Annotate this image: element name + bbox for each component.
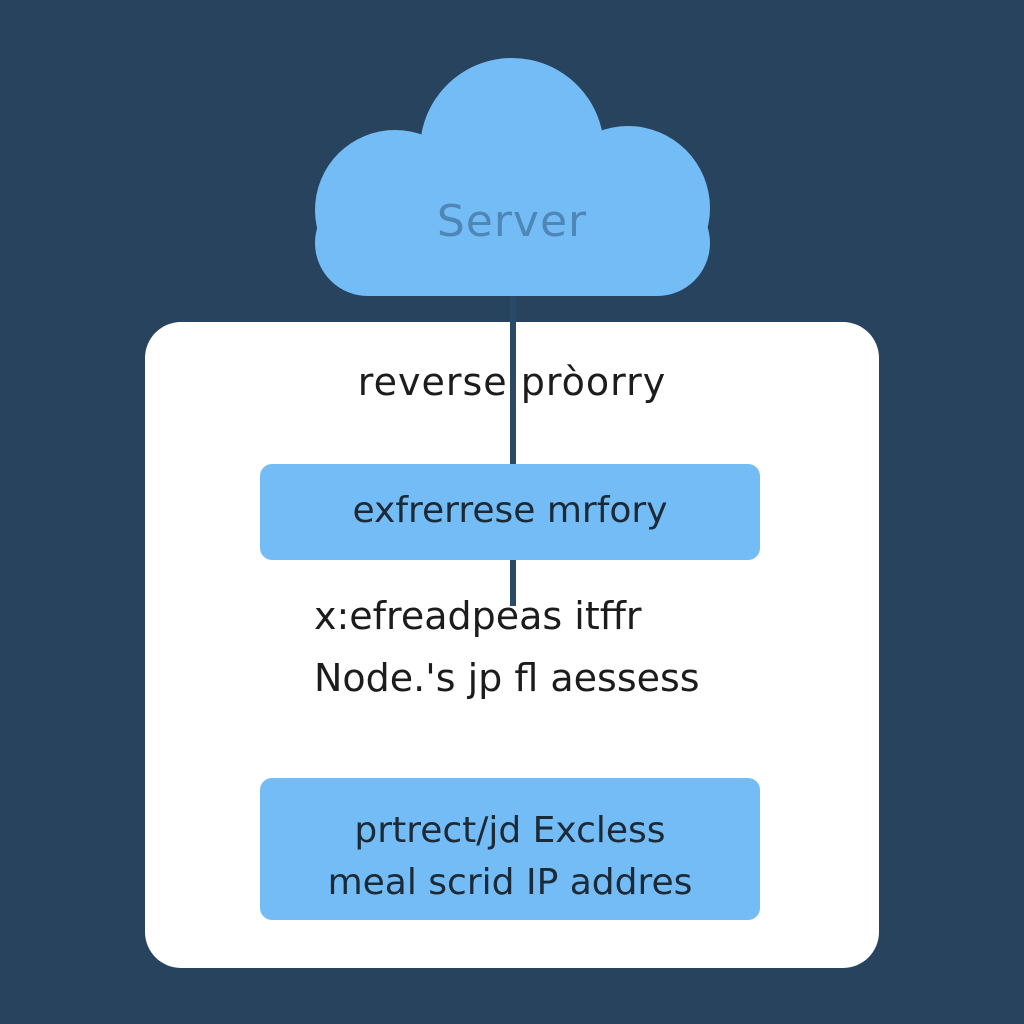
info-box-bottom-line-1: prtrect/jd Excless — [354, 810, 666, 851]
connector-line-top — [510, 296, 516, 464]
plain-line-2: Node.'s jp fl aessess — [314, 656, 700, 700]
card-title: reverse pròorry — [357, 360, 667, 404]
info-box-bottom: prtrect/jd Excless meal scrid IP addres — [260, 778, 760, 920]
plain-line-1: x:efreadpeas itffr — [314, 594, 642, 638]
cloud-label: Server — [436, 196, 588, 247]
info-box-bottom-line-2: meal scrid IP addres — [327, 862, 693, 903]
connector-line-middle — [510, 560, 516, 606]
info-box-top-text: exfrerrese mrfory — [352, 490, 668, 531]
info-box-top: exfrerrese mrfory — [260, 464, 760, 560]
